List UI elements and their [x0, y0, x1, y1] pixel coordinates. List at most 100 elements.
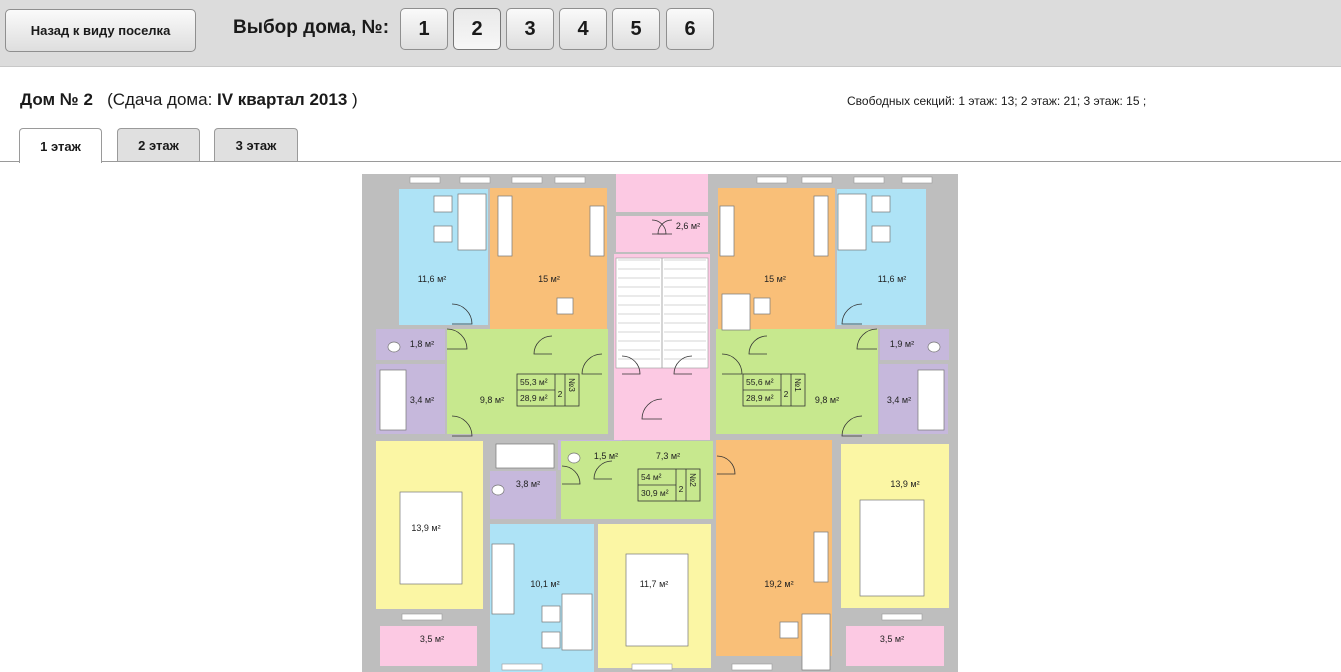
- room-bath[interactable]: [490, 471, 556, 519]
- door-arc: [856, 328, 878, 350]
- delivery-suffix: ): [347, 90, 358, 109]
- furniture: [495, 443, 555, 469]
- door-arc: [841, 415, 863, 437]
- furniture: [561, 593, 593, 651]
- furniture: [433, 195, 453, 213]
- window: [631, 663, 673, 671]
- door-arc: [581, 353, 603, 375]
- room-area-label: 3,8 м²: [516, 479, 540, 489]
- top-toolbar: Назад к виду поселка Выбор дома, №: 1 2 …: [0, 0, 1341, 67]
- house-3-button[interactable]: 3: [506, 8, 554, 50]
- window: [801, 176, 833, 184]
- door-arc: [748, 335, 768, 355]
- door-arc: [673, 355, 693, 375]
- furniture: [625, 553, 689, 647]
- room-area-label: 3,5 м²: [880, 634, 904, 644]
- window: [511, 176, 543, 184]
- room-area-label: 10,1 м²: [530, 579, 559, 589]
- apartment-number: №2: [688, 473, 698, 487]
- door-arc: [533, 335, 553, 355]
- room-stair[interactable]: [846, 626, 944, 666]
- room-stair[interactable]: [380, 626, 477, 666]
- apartment-total-area: 55,3 м²: [520, 377, 548, 387]
- room-area-label: 3,4 м²: [887, 395, 911, 405]
- door-arc: [716, 455, 736, 475]
- room-area-label: 7,3 м²: [656, 451, 680, 461]
- house-select-label: Выбор дома, №:: [233, 17, 390, 38]
- house-1-button[interactable]: 1: [400, 8, 448, 50]
- door-arc: [561, 465, 581, 485]
- apartment-room-count: 2: [784, 389, 789, 399]
- apartment-info-box[interactable]: 55,3 м² 28,9 м² 2 №3: [516, 373, 580, 407]
- window: [901, 176, 933, 184]
- room-area-label: 3,4 м²: [410, 395, 434, 405]
- furniture: [541, 605, 561, 623]
- room-hall[interactable]: [447, 329, 608, 434]
- window: [731, 663, 773, 671]
- house-4-button[interactable]: 4: [559, 8, 607, 50]
- window: [409, 176, 441, 184]
- room-area-label: 15 м²: [538, 274, 560, 284]
- delivery-date: IV квартал 2013: [217, 90, 348, 109]
- furniture: [859, 499, 925, 597]
- window: [756, 176, 788, 184]
- furniture: [541, 631, 561, 649]
- apartment-living-area: 28,9 м²: [520, 393, 548, 403]
- furniture: [719, 205, 735, 257]
- room-area-label: 11,6 м²: [418, 274, 447, 284]
- tab-floor-2[interactable]: 2 этаж: [117, 128, 200, 161]
- room-area-label: 1,9 м²: [890, 339, 914, 349]
- house-5-button[interactable]: 5: [612, 8, 660, 50]
- door-arc: [451, 303, 473, 325]
- house-2-button[interactable]: 2: [453, 8, 501, 50]
- furniture: [497, 195, 513, 257]
- tab-floor-1[interactable]: 1 этаж: [19, 128, 102, 163]
- furniture: [721, 293, 751, 331]
- toilet: [491, 484, 505, 496]
- door-arc: [721, 353, 743, 375]
- room-area-label: 9,8 м²: [815, 395, 839, 405]
- door-arc: [593, 460, 613, 480]
- apartment-room-count: 2: [558, 389, 563, 399]
- door-arc: [641, 398, 663, 420]
- apartment-number: №3: [567, 378, 577, 392]
- delivery-prefix: (Сдача дома:: [107, 90, 218, 109]
- window: [853, 176, 885, 184]
- room-area-label: 11,7 м²: [640, 579, 669, 589]
- room-area-label: 11,6 м²: [878, 274, 907, 284]
- free-sections-info: Свободных секций: 1 этаж: 13; 2 этаж: 21…: [847, 94, 1147, 108]
- toilet: [387, 341, 401, 353]
- furniture: [779, 621, 799, 639]
- apartment-total-area: 55,6 м²: [746, 377, 774, 387]
- furniture: [589, 205, 605, 257]
- furniture: [917, 369, 945, 431]
- furniture: [457, 193, 487, 251]
- toilet: [927, 341, 941, 353]
- room-area-label: 13,9 м²: [411, 523, 440, 533]
- room-area-label: 13,9 м²: [890, 479, 919, 489]
- door-arc: [446, 328, 468, 350]
- tabs-divider: [0, 161, 1341, 162]
- house-6-button[interactable]: 6: [666, 8, 714, 50]
- apartment-room-count: 2: [679, 484, 684, 494]
- furniture: [379, 369, 407, 431]
- window: [881, 613, 923, 621]
- tab-floor-3[interactable]: 3 этаж: [214, 128, 298, 161]
- room-bath[interactable]: [376, 329, 445, 360]
- house-title: Дом № 2 (Сдача дома: IV квартал 2013 ): [20, 90, 358, 110]
- house-number: Дом № 2: [20, 90, 93, 109]
- furniture: [837, 193, 867, 251]
- back-to-village-button[interactable]: Назад к виду поселка: [5, 9, 196, 52]
- apartment-total-area: 54 м²: [641, 472, 662, 482]
- apartment-living-area: 28,9 м²: [746, 393, 774, 403]
- furniture: [399, 491, 463, 585]
- room-hall[interactable]: [561, 441, 713, 519]
- room-area-label: 1,5 м²: [594, 451, 618, 461]
- window: [501, 663, 543, 671]
- door-arc: [841, 303, 863, 325]
- door-arc: [451, 415, 473, 437]
- furniture: [871, 195, 891, 213]
